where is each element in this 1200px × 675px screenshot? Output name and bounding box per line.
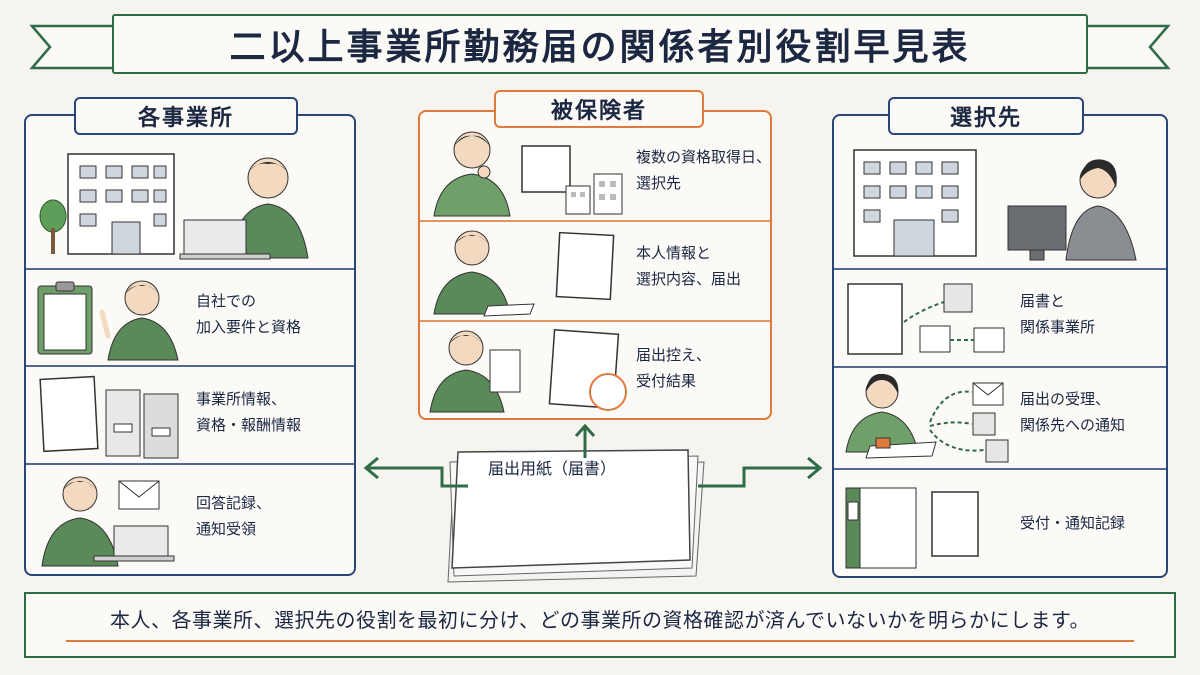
envelope-icon [972, 382, 1004, 406]
form-label: 届出用紙（届書） [488, 459, 617, 478]
document-icon [931, 491, 979, 557]
notification-paths-icon [929, 390, 985, 452]
divider [26, 268, 354, 270]
office-building-icon [67, 153, 175, 255]
divider [420, 220, 770, 222]
binders-icon [105, 389, 179, 459]
selected-row-2-text: 届書と 関係事業所 [1020, 292, 1096, 336]
binder-icon [845, 487, 917, 569]
divider [26, 365, 354, 367]
stamping-worker-icon [845, 373, 937, 459]
offices-row-3-text: 事業所情報、 資格・報酬情報 [196, 390, 302, 434]
divider [834, 468, 1166, 470]
form-stack-icon [447, 449, 705, 583]
panel-selected-office-heading: 選択先 [888, 97, 1084, 135]
title-banner: 二以上事業所勤務届の関係者別役割早見表 [112, 14, 1088, 74]
small-buildings-icon [972, 412, 1009, 463]
tree-icon [39, 199, 67, 254]
worker-laptop-icon [41, 476, 175, 567]
office-building-icon [853, 149, 977, 257]
footer-banner: 本人、各事業所、選択先の役割を最初に分け、どの事業所の資格確認が済んでいないかを… [24, 592, 1176, 658]
worker-desktop-icon [1007, 159, 1137, 261]
footer-text: 本人、各事業所、選択先の役割を最初に分け、どの事業所の資格確認が済んでいないかを… [110, 608, 1090, 632]
thinking-person-icon [433, 131, 511, 217]
linked-buildings-icon [903, 283, 1005, 353]
stamped-document-icon [548, 329, 627, 411]
document-icon [39, 375, 99, 453]
insured-row-1-text: 複数の資格取得日、 選択先 [636, 148, 772, 192]
offices-row-4-text: 回答記録、 通知受領 [196, 494, 272, 538]
selected-row-4-text: 受付・通知記録 [1020, 514, 1126, 532]
small-buildings-icon [565, 173, 623, 215]
document-icon [847, 283, 903, 355]
selected-row-3-text: 届出の受理、 関係先への通知 [1020, 390, 1126, 434]
document-icon [555, 231, 615, 301]
insured-row-3-text: 届出控え、 受付結果 [636, 346, 712, 390]
panel-offices-heading: 各事業所 [74, 97, 298, 135]
arrow-up-icon [574, 423, 596, 458]
insured-row-2-text: 本人情報と 選択内容、届出 [636, 244, 742, 288]
calendar-icon [521, 145, 571, 193]
ribbon-left-tail-icon [29, 24, 118, 70]
envelope-icon [118, 480, 160, 510]
pointing-worker-icon [99, 280, 179, 361]
writing-person-icon [433, 230, 535, 317]
clipboard-icon [37, 281, 93, 355]
offices-row-2-text: 自社での 加入要件と資格 [196, 292, 302, 336]
person-holding-document-icon [429, 330, 521, 413]
panel-insured-heading: 被保険者 [494, 90, 704, 128]
divider [834, 268, 1166, 270]
divider [420, 320, 770, 322]
footer-underline [66, 640, 1134, 642]
arrow-left-icon [363, 456, 468, 488]
ribbon-right-tail-icon [1082, 24, 1171, 70]
page-title: 二以上事業所勤務届の関係者別役割早見表 [229, 27, 971, 68]
divider [26, 463, 354, 465]
office-worker-laptop-icon [179, 157, 309, 260]
arrow-right-icon [698, 456, 823, 488]
divider [834, 366, 1166, 368]
